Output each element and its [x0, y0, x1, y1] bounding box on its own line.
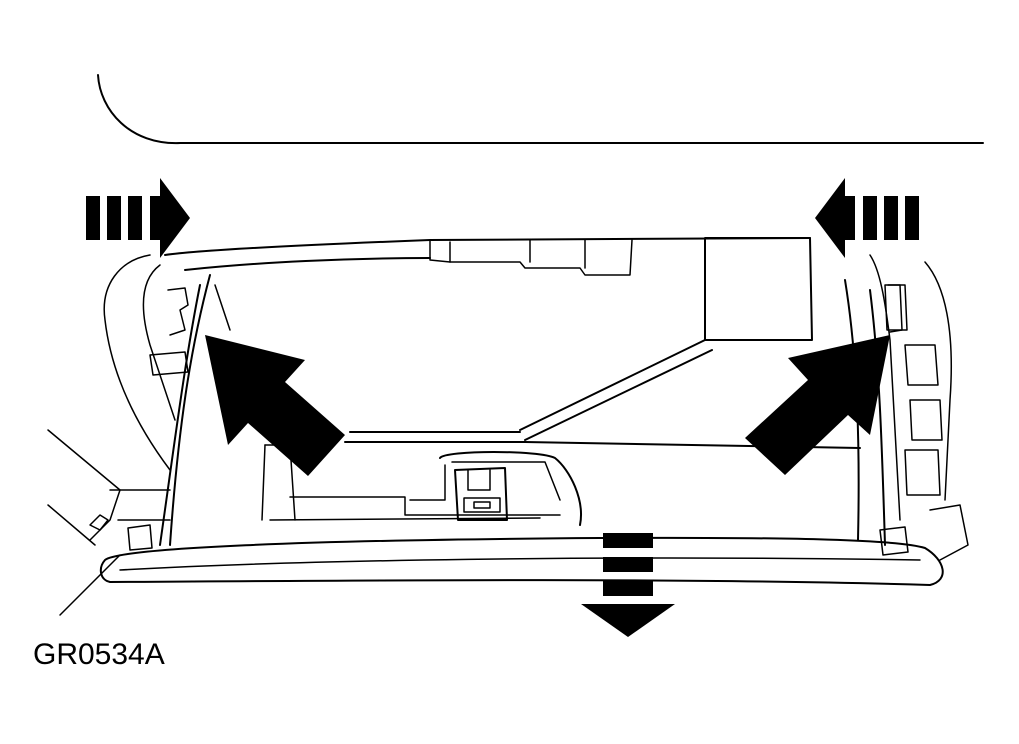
- dash-panel-outline: [97, 74, 984, 145]
- solid-arrow-up-right-icon: [745, 335, 890, 475]
- left-trim: [47, 254, 189, 616]
- dashed-arrow-down-icon: [581, 533, 675, 637]
- figure-code-label: GR0534A: [33, 638, 165, 671]
- dashed-arrow-right-icon: [86, 178, 190, 258]
- dashed-arrow-left-icon: [815, 178, 919, 258]
- solid-arrow-up-left-icon: [205, 335, 345, 476]
- glove-box-bin: [99, 237, 944, 586]
